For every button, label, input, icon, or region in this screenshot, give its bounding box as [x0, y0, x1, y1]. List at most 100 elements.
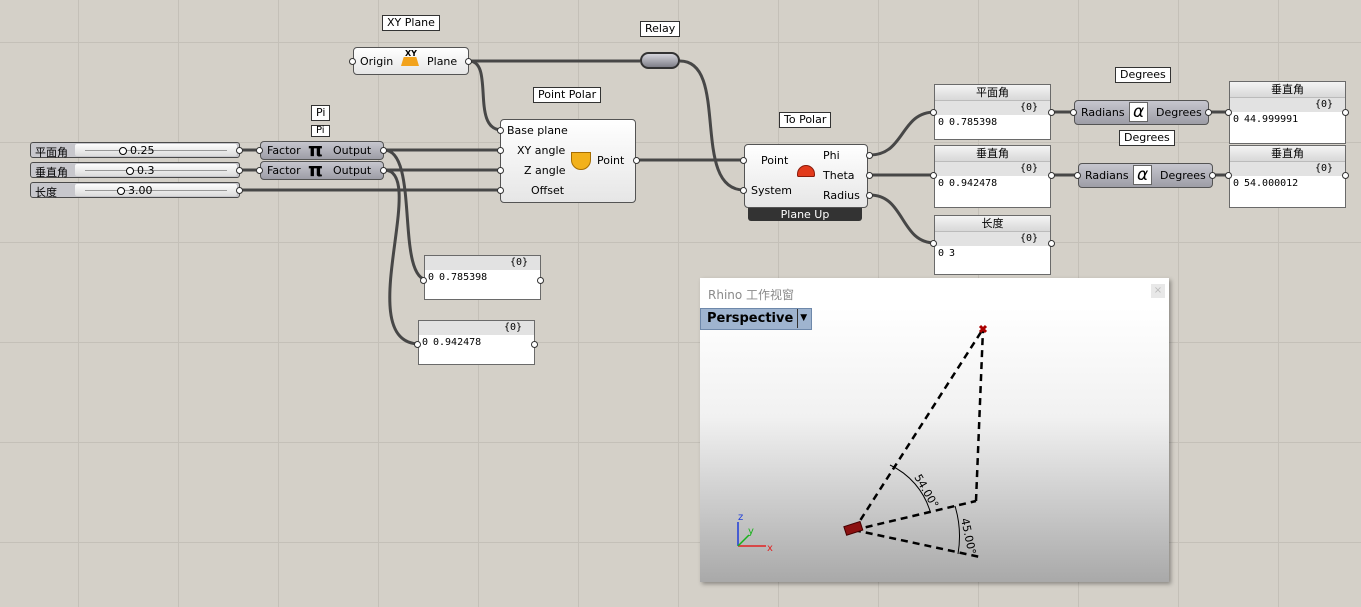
topolar-icon: [797, 165, 815, 177]
pointpolar-input-zangle[interactable]: Z angle: [524, 164, 566, 177]
pi-factor-input[interactable]: Factor: [267, 164, 301, 177]
slider3-output-grip[interactable]: [236, 187, 243, 194]
panel-deg1-out-grip[interactable]: [1342, 109, 1349, 116]
topolar-grip-phi[interactable]: [866, 152, 873, 159]
rhino-viewport-window[interactable]: Rhino 工作视窗 × Perspective▼ 54.00° 45.00°: [700, 278, 1169, 582]
slider-plane-angle[interactable]: 平面角 0.25: [30, 142, 240, 159]
xyplane-origin-input[interactable]: Origin: [360, 55, 394, 68]
panel-title: 长度: [935, 216, 1050, 232]
pointpolar-grip-offset[interactable]: [497, 187, 504, 194]
pi-component-1[interactable]: Factor π Output: [260, 139, 384, 161]
slider-knob[interactable]: [126, 167, 134, 175]
relay-component[interactable]: [640, 52, 680, 69]
pi-label-1: Pi: [311, 105, 331, 121]
degrees-component-1[interactable]: Radians α Degrees: [1074, 100, 1209, 125]
degrees-output[interactable]: Degrees: [1156, 106, 1202, 119]
degrees-component-2[interactable]: Radians α Degrees: [1078, 163, 1213, 188]
pi-factor-input[interactable]: Factor: [267, 144, 301, 157]
degrees1-input-grip[interactable]: [1070, 109, 1077, 116]
xyplane-icon-text: XY: [405, 49, 417, 58]
topolar-output-theta[interactable]: Theta: [823, 169, 855, 182]
topolar-component[interactable]: Point System Phi Theta Radius: [744, 144, 868, 208]
topolar-input-system[interactable]: System: [751, 184, 793, 197]
topolar-grip-theta[interactable]: [866, 172, 873, 179]
slider-track[interactable]: [75, 164, 237, 176]
topolar-grip-radius[interactable]: [866, 192, 873, 199]
slider-vertical-angle[interactable]: 垂直角 0.3: [30, 162, 240, 179]
degrees-radians-input[interactable]: Radians: [1081, 106, 1125, 119]
panel-deg1-grip[interactable]: [1225, 109, 1232, 116]
degrees-output[interactable]: Degrees: [1160, 169, 1206, 182]
axis-z-label: z: [738, 512, 743, 523]
pointpolar-grip-output[interactable]: [633, 157, 640, 164]
viewport-tab-label: Perspective: [707, 311, 794, 326]
pi-component-2[interactable]: Factor π Output: [260, 159, 384, 181]
pointpolar-component[interactable]: Base plane XY angle Z angle Offset Point: [500, 119, 636, 203]
slider-name: 垂直角: [35, 166, 68, 179]
panel-pi1-grip[interactable]: [420, 277, 427, 284]
viewport-geometry: 54.00° 45.00° z y x: [737, 324, 988, 559]
pi1-output-grip[interactable]: [380, 147, 387, 154]
panel-deg2-grip[interactable]: [1225, 172, 1232, 179]
slider-track[interactable]: [75, 144, 237, 156]
pi2-output-grip[interactable]: [380, 167, 387, 174]
xyplane-output-grip[interactable]: [465, 58, 472, 65]
panel-phi-out-grip[interactable]: [1048, 109, 1055, 116]
pi-output[interactable]: Output: [333, 164, 372, 177]
topolar-footer: Plane Up: [748, 208, 862, 221]
slider-name: 长度: [35, 186, 57, 199]
pointpolar-input-baseplane[interactable]: Base plane: [507, 124, 568, 137]
close-icon[interactable]: ×: [1151, 284, 1165, 298]
slider-name: 平面角: [35, 146, 68, 159]
panel-pi1-out-grip[interactable]: [537, 277, 544, 284]
pointpolar-output-point[interactable]: Point: [597, 154, 625, 167]
slider-track[interactable]: [75, 184, 237, 196]
degrees2-input-grip[interactable]: [1074, 172, 1081, 179]
xyplane-plane-output[interactable]: Plane: [427, 55, 458, 68]
viewport-tab-perspective[interactable]: Perspective▼: [700, 308, 813, 330]
slider-knob[interactable]: [117, 187, 125, 195]
pointpolar-input-xyangle[interactable]: XY angle: [517, 144, 566, 157]
slider1-output-grip[interactable]: [236, 147, 243, 154]
xyplane-input-grip[interactable]: [349, 58, 356, 65]
pointpolar-input-offset[interactable]: Offset: [531, 184, 565, 197]
wire-phi-to-panel: [869, 110, 936, 157]
degrees2-output-grip[interactable]: [1209, 172, 1216, 179]
topolar-input-point[interactable]: Point: [761, 154, 789, 167]
pointpolar-grip-xyangle[interactable]: [497, 147, 504, 154]
topolar-output-radius[interactable]: Radius: [823, 189, 860, 202]
degrees-radians-input[interactable]: Radians: [1085, 169, 1129, 182]
panel-radius-out-grip[interactable]: [1048, 240, 1055, 247]
panel-radius-grip[interactable]: [930, 240, 937, 247]
topolar-output-phi[interactable]: Phi: [823, 149, 840, 162]
topolar-grip-system[interactable]: [740, 187, 747, 194]
slider-knob[interactable]: [119, 147, 127, 155]
panel-theta-grip[interactable]: [930, 172, 937, 179]
panel-pi2-out-grip[interactable]: [531, 341, 538, 348]
degrees1-output-grip[interactable]: [1205, 109, 1212, 116]
chevron-down-icon[interactable]: ▼: [797, 309, 807, 328]
panel-pi2-grip[interactable]: [414, 341, 421, 348]
pi2-input-grip[interactable]: [256, 167, 263, 174]
panel-deg2-out-grip[interactable]: [1342, 172, 1349, 179]
wire-radius-to-panel: [869, 193, 936, 245]
xyplane-component[interactable]: Origin XY Plane: [353, 47, 469, 75]
wire-relay-to-system: [679, 59, 745, 192]
viewport-canvas[interactable]: Perspective▼ 54.00° 45.00° z y: [700, 308, 1169, 582]
slider-length[interactable]: 长度 3.00: [30, 182, 240, 199]
panel-phi-grip[interactable]: [930, 109, 937, 116]
panel-theta-out-grip[interactable]: [1048, 172, 1055, 179]
pointpolar-grip-zangle[interactable]: [497, 167, 504, 174]
pointpolar-grip-baseplane[interactable]: [497, 127, 504, 134]
topolar-grip-point[interactable]: [740, 157, 747, 164]
pi-output[interactable]: Output: [333, 144, 372, 157]
pi1-input-grip[interactable]: [256, 147, 263, 154]
slider2-output-grip[interactable]: [236, 167, 243, 174]
